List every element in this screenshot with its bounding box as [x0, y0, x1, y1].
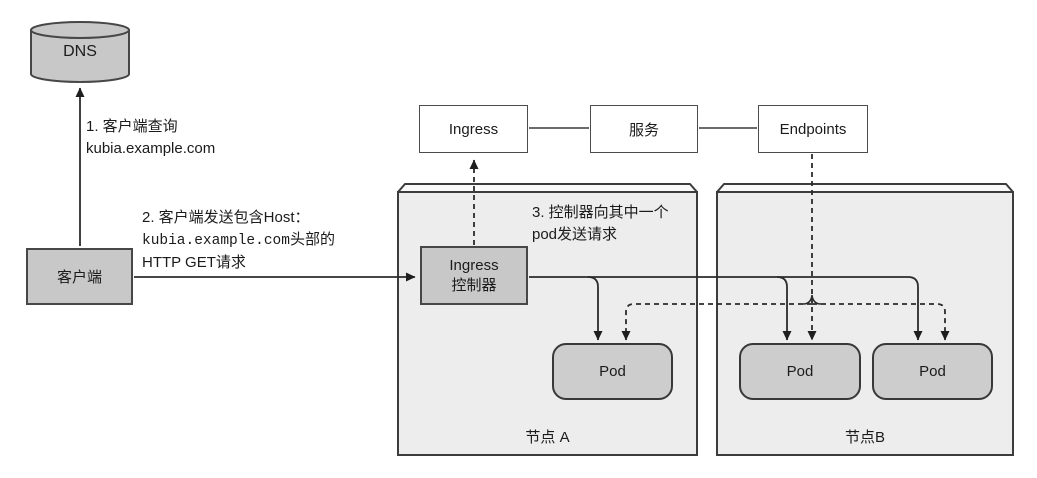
ingress-resource-box: Ingress: [419, 105, 528, 153]
node-b-label: 节点B: [844, 429, 885, 446]
dashed-arrow-endpoints-to-pod-a: [621, 303, 812, 341]
pod-label: Pod: [786, 363, 814, 380]
client-label: 客户端: [56, 269, 102, 286]
node-b-box: [716, 183, 1014, 456]
pod-node-b-1: Pod: [739, 343, 861, 400]
step1-note: 1. 客户端查询 kubia.example.com: [86, 116, 215, 160]
node-a-label: 节点 A: [525, 429, 570, 446]
pod-label: Pod: [599, 363, 626, 380]
step3-line1: 3. 控制器向其中一个: [532, 204, 669, 221]
ingress-controller-line1: Ingress: [449, 256, 499, 274]
dashed-junction-fork: [802, 294, 822, 305]
service-box: 服务: [590, 105, 698, 153]
pod-node-b-2: Pod: [872, 343, 993, 400]
service-label: 服务: [628, 121, 659, 139]
step1-line2: kubia.example.com: [86, 140, 216, 157]
endpoints-box: Endpoints: [758, 105, 868, 153]
step2-line2-mono: kubia.example.com: [142, 233, 290, 249]
ingress-controller-box: Ingress 控制器: [420, 246, 528, 305]
dns-label: DNS: [63, 43, 97, 60]
ingress-resource-label: Ingress: [448, 120, 499, 138]
step2-line3: HTTP GET请求: [142, 254, 246, 271]
dashed-arrow-endpoints-to-pod-b2: [812, 303, 950, 341]
arrow-controller-to-pod-b1: [776, 276, 792, 341]
step1-line1: 1. 客户端查询: [86, 118, 178, 135]
client-box: 客户端: [26, 248, 133, 305]
pod-node-a: Pod: [552, 343, 673, 400]
step3-note: 3. 控制器向其中一个 pod发送请求: [532, 202, 669, 246]
endpoints-label: Endpoints: [779, 120, 847, 138]
step2-note: 2. 客户端发送包含Host： kubia.example.com头部的 HTT…: [142, 207, 335, 274]
step2-line1: 2. 客户端发送包含Host：: [142, 209, 310, 226]
ingress-controller-line2: 控制器: [451, 276, 497, 294]
pod-label: Pod: [919, 363, 946, 380]
arrow-controller-to-pod-b2: [529, 276, 923, 341]
arrow-controller-to-pod-a: [587, 276, 603, 341]
step2-line2-suffix: 头部的: [289, 231, 335, 248]
step3-line2: pod发送请求: [532, 226, 618, 243]
